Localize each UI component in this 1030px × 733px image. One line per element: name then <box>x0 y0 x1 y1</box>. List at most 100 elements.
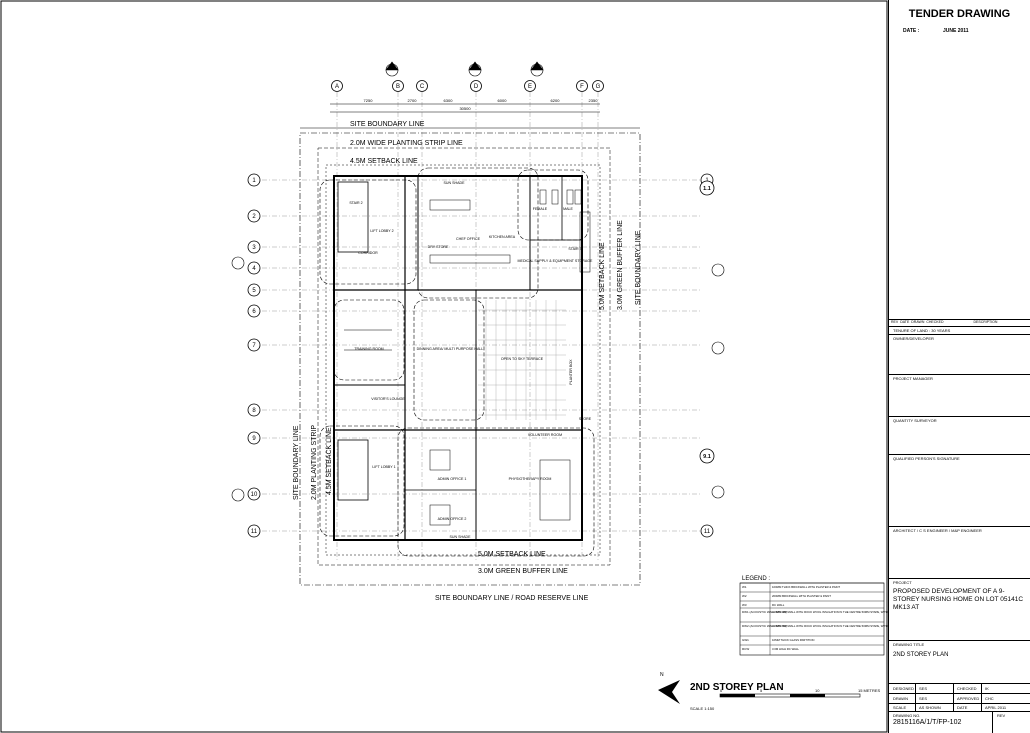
section-marker-right-3 <box>711 485 725 499</box>
scale-label: SCALE <box>893 705 907 710</box>
grid-bubble-row-11 <box>247 524 261 538</box>
title-block: TENDER DRAWING DATE : JUNE 2011 REV DATE… <box>888 0 1030 733</box>
scale-mark-10: 10 <box>815 688 820 693</box>
approved-label: APPROVED <box>957 696 980 701</box>
drawn-value: SES <box>919 696 928 701</box>
grid-label-row-7: 7 <box>252 343 256 349</box>
date2-label: DATE <box>957 705 968 710</box>
room-physio: PHYSIOTHERAPY ROOM <box>509 477 552 481</box>
dim-5: 6200 <box>551 98 561 103</box>
grid-label-row-9: 9 <box>252 436 256 442</box>
legend-code-0: W1 <box>742 585 747 589</box>
checked-label: CHECKED <box>957 686 977 691</box>
top-dimensions: 7250 2700 6300 6000 6200 2350 30500 <box>364 98 599 111</box>
pm-label: PROJECT MANAGER <box>893 376 933 381</box>
drawing-no: 2815116A/1/T/FP-102 <box>893 719 962 726</box>
room-visitor: VISITOR'S LOUNGE <box>371 397 405 401</box>
rev-header: REV DATE DRAWN CHECKED DESCRIPTION <box>891 320 997 324</box>
sun-shade-top: SUN SHADE <box>444 181 466 185</box>
rev-label: REV <box>997 713 1006 718</box>
legend-desc-5: 10MM THICK GLASS PARTITION <box>772 638 814 642</box>
grid-bubble-col-B <box>392 80 404 92</box>
room-terrace: OPEN TO SKY TERRACE <box>501 357 544 361</box>
grid-bubble-col-C <box>416 80 428 92</box>
rev-table <box>889 319 1030 320</box>
room-chef-office: CHEF OFFICE <box>456 237 481 241</box>
legend: LEGEND : W1 100MM THICK BRICKWALL WITH PL… <box>739 576 888 656</box>
drawing-no-label: DRAWING NO. <box>893 713 921 718</box>
room-training: TRAINING ROOM <box>354 347 383 351</box>
room-volunteer: VOLUNTEER ROOM <box>528 433 562 437</box>
qs-label: QUANTITY SURVEYOR <box>893 418 937 423</box>
dim-overall: 30500 <box>459 106 471 111</box>
label-right-site: SITE BOUNDARY LINE <box>635 230 642 305</box>
legend-title: LEGEND : <box>742 576 770 582</box>
dim-1: 7250 <box>364 98 374 103</box>
scale-mark-0: 0 <box>720 688 723 693</box>
label-right-buffer: 3.0M GREEN BUFFER LINE <box>617 220 624 310</box>
boundary-lines <box>299 132 641 586</box>
boundary-labels: SITE BOUNDARY LINE 2.0M WIDE PLANTING ST… <box>293 121 642 602</box>
room-lift-lobby2: LIFT LOBBY 2 <box>370 229 393 233</box>
grid-bubble-row-7 <box>247 338 261 352</box>
legend-code-4: DW2 (ACOUSTIC WALL STC 50) <box>742 624 787 628</box>
grid-label-col-A: A <box>335 84 339 90</box>
room-dry-store: DRY STORE <box>428 245 449 249</box>
plan-title: 2ND STOREY PLAN <box>690 682 784 693</box>
label-top-site: SITE BOUNDARY LINE <box>350 121 425 128</box>
room-male: MALE <box>563 207 573 211</box>
scale-value: AS SHOWN <box>919 705 941 710</box>
grid-label-row-6: 6 <box>252 309 256 315</box>
grid-label-extra-1.1: 1.1 <box>703 186 711 192</box>
legend-code-1: W2 <box>742 594 747 598</box>
dim-3: 6300 <box>444 98 454 103</box>
grid-label-extra-9.1: 9.1 <box>703 454 711 460</box>
label-right-setback: 5.0M SETBACK LINE <box>599 242 606 310</box>
room-kitchen: KITCHEN AREA <box>489 235 516 239</box>
grid-label-col-D: D <box>474 84 479 90</box>
designed-label: DESIGNED <box>893 686 914 691</box>
grid-bubble-col-D <box>470 80 482 92</box>
legend-code-2: W3 <box>742 603 747 607</box>
grid-label-col-F: F <box>580 84 584 90</box>
scale-mark-15: 15 METRES <box>858 688 881 693</box>
section-marker-left-1 <box>231 256 245 270</box>
section-marker-left-2 <box>231 488 245 502</box>
grid-bubble-row-4 <box>247 261 261 275</box>
qp-label: QUALIFIED PERSON'S SIGNATURE <box>893 456 960 461</box>
legend-desc-4: 150MM DRYWALL WITH ROCK WOOL INSULATION … <box>772 624 888 628</box>
grid-label-col-C: C <box>420 84 425 90</box>
north-letter: N <box>660 672 664 678</box>
grid-label-row-3: 3 <box>252 245 256 251</box>
rev-col-checked: CHECKED <box>926 320 944 324</box>
drawing-title-label: DRAWING TITLE <box>893 642 925 647</box>
room-corridor: CORRIDOR <box>358 251 378 255</box>
designed-value: SES <box>919 686 928 691</box>
section-marker-right-2 <box>711 341 725 355</box>
section-marker-right-1 <box>711 263 725 277</box>
dim-2: 2700 <box>408 98 418 103</box>
furniture <box>344 189 591 526</box>
room-stair2: STAIR 2 <box>349 201 362 205</box>
project-title: PROPOSED DEVELOPMENT OF A 9-STOREY NURSI… <box>893 588 1024 611</box>
project-label: PROJECT <box>893 580 912 585</box>
terrace-paving <box>478 300 566 420</box>
legend-desc-6: 3.0M HIGH RC WALL <box>772 647 800 651</box>
label-left-setback: 4.5M SETBACK LINE <box>326 427 333 495</box>
grid-bubble-col-A <box>331 80 343 92</box>
rev-col-description: DESCRIPTION <box>973 320 998 324</box>
scale-text: SCALE 1:150 <box>690 706 715 711</box>
room-female: FEMALE <box>533 207 548 211</box>
grid-label-row-right-11: 11 <box>704 529 711 535</box>
north-arrow: N <box>658 672 680 704</box>
approved-value: CHC <box>985 696 994 701</box>
grid-label-row-1: 1 <box>252 178 256 184</box>
label-left-site: SITE BOUNDARY LINE <box>293 425 300 500</box>
label-left-planting: 2.0M PLANTING STRIP <box>311 425 318 500</box>
legend-desc-0: 100MM THICK BRICKWALL WITH PLASTER & PAI… <box>772 585 840 589</box>
owner-label: OWNER/DEVELOPER <box>893 336 934 341</box>
dim-4: 6000 <box>498 98 508 103</box>
grid-bubble-row-10 <box>247 487 261 501</box>
grid-label-row-10: 10 <box>251 492 258 498</box>
legend-desc-2: RC WALL <box>772 603 785 607</box>
